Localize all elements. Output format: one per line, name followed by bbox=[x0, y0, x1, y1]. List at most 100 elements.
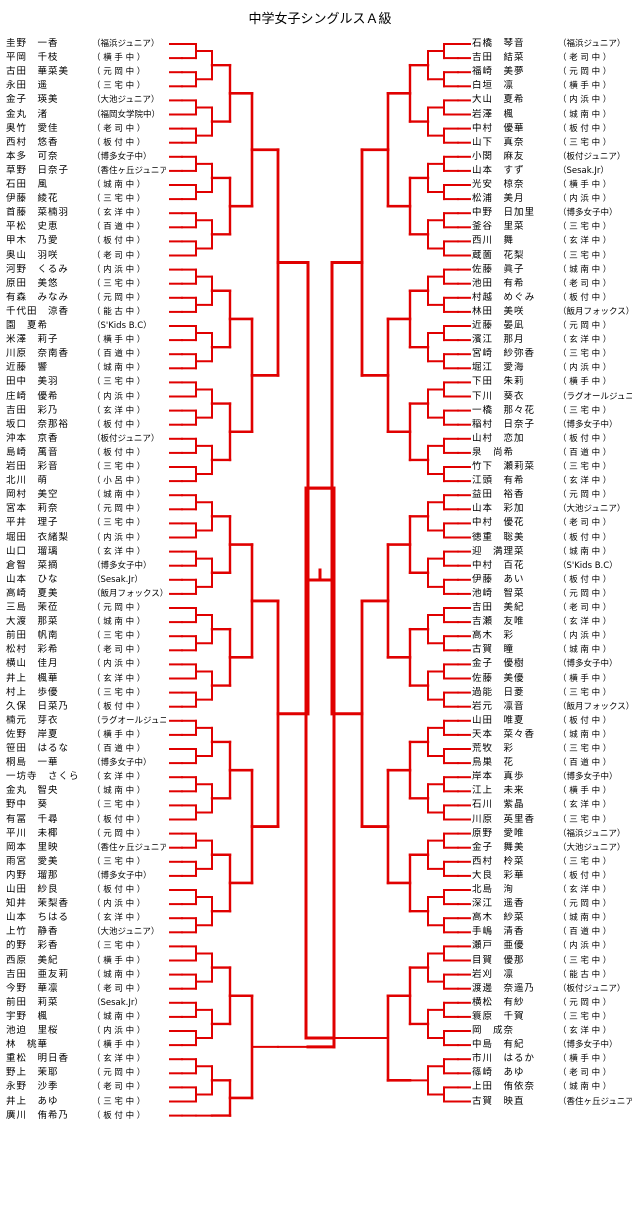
player-name: 林 桃華 bbox=[6, 1039, 49, 1051]
left-player-entry: 雨宮 愛美（ 三 宅 中 ） bbox=[6, 856, 166, 868]
player-name: 石橋 琴音 bbox=[472, 38, 525, 49]
player-name: 桐島 一華 bbox=[6, 757, 59, 769]
player-name: 平井 理子 bbox=[6, 517, 59, 529]
right-player-entry: 鳥巣 花（ 百 道 中 ） bbox=[472, 757, 634, 769]
player-name: 石川 紫晶 bbox=[472, 799, 525, 811]
player-club: （ 横 手 中 ） bbox=[558, 673, 612, 684]
right-player-entry: 伊藤 あい（ 板 付 中 ） bbox=[472, 574, 634, 586]
player-name: 池迫 里桜 bbox=[6, 1025, 59, 1036]
player-club: （ 玄 洋 中 ） bbox=[558, 885, 612, 895]
player-club: （博多女子中） bbox=[558, 772, 618, 783]
player-club: （ 玄 洋 中 ） bbox=[92, 405, 146, 416]
player-club: （ 百 道 中 ） bbox=[558, 927, 612, 938]
player-name: 岩澤 楓 bbox=[472, 108, 515, 120]
player-club: （ 老 司 中 ） bbox=[92, 983, 146, 994]
player-club: （ 三 宅 中 ） bbox=[92, 856, 146, 867]
player-name: 岩元 凛音 bbox=[472, 700, 525, 712]
left-player-entry: 井上 楓華（ 玄 洋 中 ） bbox=[6, 673, 166, 685]
left-player-entry: 吉田 彩乃 （ 玄 洋 中 ） bbox=[6, 405, 166, 417]
right-player-entry: 迎 満理菜（ 城 南 中 ） bbox=[472, 546, 634, 558]
player-name: 白垣 凛 bbox=[472, 80, 515, 92]
left-player-entry: 島崎 萬音 （ 板 付 中 ） bbox=[6, 447, 166, 459]
player-name: 吉田 彩乃 bbox=[6, 404, 59, 416]
player-club: （ 横 手 中 ） bbox=[558, 786, 612, 797]
left-player-entry: 岡村 美空（ 城 南 中 ） bbox=[6, 489, 166, 501]
player-name: 近藤 晏凪 bbox=[472, 320, 525, 331]
player-club: （ 板 付 中 ） bbox=[92, 1110, 146, 1121]
right-player-entry: 池田 有希（ 老 司 中 ） bbox=[472, 278, 634, 290]
player-name: 高木 彩 bbox=[472, 630, 515, 642]
player-club: （ 元 岡 中 ） bbox=[92, 504, 146, 515]
player-club: （ 板 付 中 ） bbox=[92, 419, 146, 430]
left-player-entry: 横山 佳月（ 内 浜 中 ） bbox=[6, 658, 166, 670]
player-club: （ 能 古 中 ） bbox=[558, 969, 612, 980]
player-name: 首藤 菜楠羽 bbox=[6, 207, 70, 219]
left-player-entry: 林 桃華（ 横 手 中 ） bbox=[6, 1039, 166, 1051]
player-club: （ 内 浜 中 ） bbox=[92, 899, 146, 910]
player-name: 村越 めぐみ bbox=[472, 291, 536, 303]
right-player-entry: 堀江 愛海（ 内 浜 中 ） bbox=[472, 362, 634, 374]
player-name: 西村 悠香 bbox=[6, 136, 59, 148]
right-player-entry: 吉田 結菜（ 老 司 中 ） bbox=[472, 52, 634, 64]
left-player-entry: 石田 風（ 城 南 中 ） bbox=[6, 179, 166, 191]
player-name: 河野 くるみ bbox=[6, 263, 69, 275]
player-club: （ 内 浜 中 ） bbox=[558, 95, 612, 106]
player-club: （ 城 南 中 ） bbox=[92, 786, 146, 797]
player-club: （香住ヶ丘ジュニア） bbox=[558, 1096, 632, 1107]
left-player-entry: 上竹 静香（大池ジュニア） bbox=[6, 926, 166, 938]
player-name: 松村 彩希 bbox=[6, 644, 59, 656]
player-name: 本多 可奈 bbox=[6, 150, 59, 162]
right-player-entry: 山下 真奈（ 三 宅 中 ） bbox=[472, 137, 634, 149]
left-player-entry: 重松 明日香（ 玄 洋 中 ） bbox=[6, 1053, 166, 1065]
left-player-entry: 沖本 京香（板付ジュニア） bbox=[6, 433, 166, 445]
right-player-entry: 中野 日加里（博多女子中） bbox=[472, 207, 634, 219]
right-player-entry: 池崎 智菜（ 元 岡 中 ） bbox=[472, 588, 634, 600]
player-club: （ 玄 洋 中 ） bbox=[92, 208, 146, 219]
player-name: 山下 真奈 bbox=[472, 136, 525, 148]
page-title: 中学女子シングルスＡ級 bbox=[248, 12, 392, 27]
player-name: 川原 奈南香 bbox=[6, 348, 70, 360]
left-player-entry: 金丸 渚（福岡女学院中） bbox=[6, 109, 166, 121]
player-club: （ 玄 洋 中 ） bbox=[92, 913, 146, 924]
right-player-entry: 上田 侑依奈（ 城 南 中 ） bbox=[472, 1081, 634, 1093]
right-player-entry: 北島 洵（ 玄 洋 中 ） bbox=[472, 884, 634, 896]
player-club: （板付ジュニア） bbox=[558, 983, 626, 994]
right-player-entry: 濱江 那月（ 玄 洋 中 ） bbox=[472, 334, 634, 346]
player-club: （ 三 宅 中 ） bbox=[558, 856, 612, 867]
player-club: （ 元 岡 中 ） bbox=[558, 67, 612, 78]
player-club: （Sesak.Jr） bbox=[92, 574, 143, 585]
right-player-entry: 江頭 有希（ 玄 洋 中 ） bbox=[472, 475, 634, 487]
player-name: 前田 莉菜 bbox=[6, 996, 59, 1008]
player-name: 井上 楓華 bbox=[6, 672, 59, 684]
player-club: （ 板 付 中 ） bbox=[92, 447, 146, 458]
player-name: 西村 柃菜 bbox=[472, 855, 525, 867]
player-name: 瀬戸 亜優 bbox=[472, 940, 525, 952]
player-name: 村上 歩優 bbox=[6, 686, 59, 698]
left-player-entry: 金丸 智央（ 城 南 中 ） bbox=[6, 785, 166, 797]
player-name: 奥山 羽咲 bbox=[6, 249, 59, 261]
left-player-entry: 甲木 乃愛（ 板 付 中 ） bbox=[6, 235, 166, 247]
player-club: （ 三 宅 中 ） bbox=[92, 1096, 146, 1107]
player-name: 伊藤 綾花 bbox=[6, 193, 59, 205]
player-name: 市川 はるか bbox=[472, 1053, 536, 1065]
right-player-entry: 中島 有紀（博多女子中） bbox=[472, 1039, 634, 1051]
left-player-entry: 園 夏希（S'Kids B.C） bbox=[6, 320, 166, 332]
player-name: 島崎 萬音 bbox=[6, 446, 59, 458]
left-player-entry: 伊藤 綾花（ 三 宅 中 ） bbox=[6, 193, 166, 205]
left-player-entry: 河野 くるみ（ 内 浜 中 ） bbox=[6, 264, 166, 276]
player-club: （ 百 道 中 ） bbox=[92, 744, 146, 754]
player-name: 中村 百花 bbox=[472, 559, 525, 571]
right-player-entry: 下川 葵衣（ラグオールジュニア） bbox=[472, 391, 634, 403]
right-player-entry: 佐藤 眞子（ 城 南 中 ） bbox=[472, 264, 634, 276]
right-player-entry: 釜谷 里菜（ 三 宅 中 ） bbox=[472, 221, 634, 233]
player-club: （ 板 付 中 ） bbox=[92, 885, 146, 895]
left-player-entry: 笹田 はるな（ 百 道 中 ） bbox=[6, 743, 166, 755]
right-player-entry: 金子 舞美（大池ジュニア） bbox=[472, 842, 634, 854]
player-name: 竹下 瀬莉菜 bbox=[472, 461, 536, 472]
player-club: （ 玄 洋 中 ） bbox=[92, 772, 146, 783]
player-club: （飯月フォックス） bbox=[92, 588, 166, 599]
player-name: 徳重 聡美 bbox=[472, 531, 525, 543]
player-club: （ 内 浜 中 ） bbox=[558, 363, 612, 374]
right-player-entry: 岩刈 凛（ 能 古 中 ） bbox=[472, 969, 634, 981]
player-club: （ 玄 洋 中 ） bbox=[558, 476, 612, 487]
